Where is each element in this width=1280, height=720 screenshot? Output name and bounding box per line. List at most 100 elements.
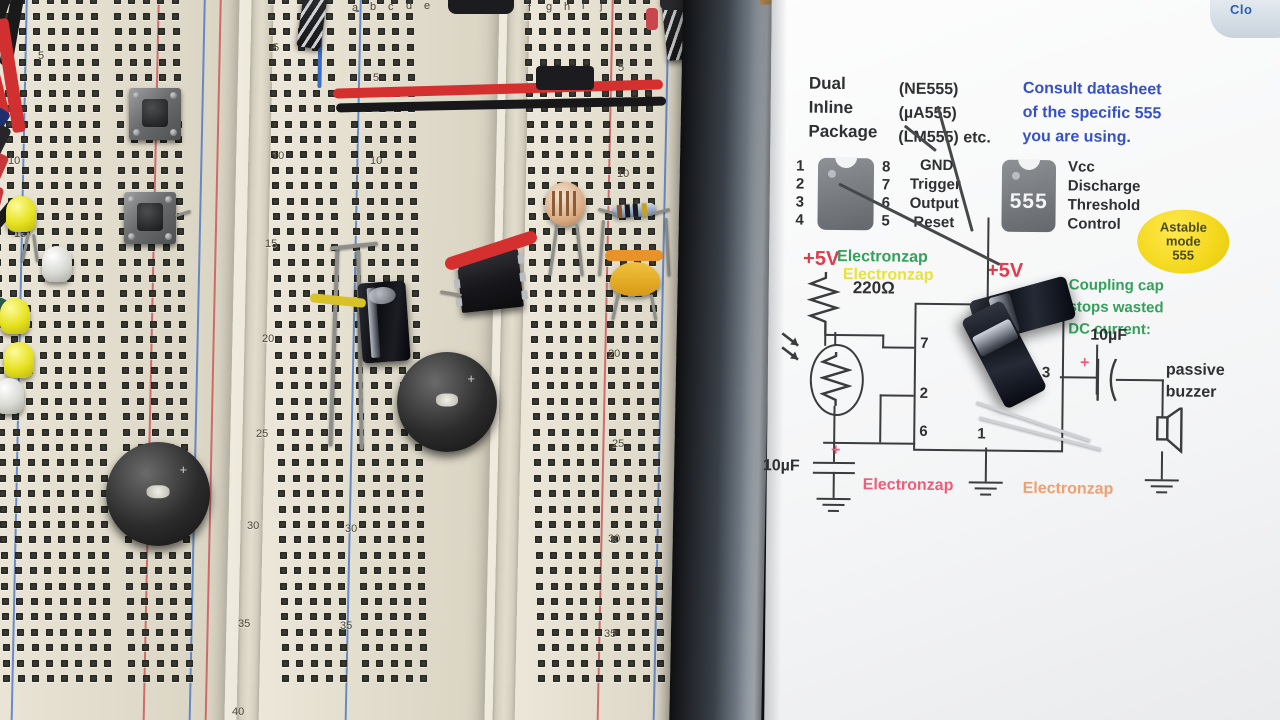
ceramic-disc-capacitor-board	[610, 262, 660, 296]
connector-block-top	[536, 66, 594, 90]
resistor-value-label: 220Ω	[852, 278, 895, 298]
badge-line3: 555	[1172, 247, 1195, 263]
pin-name-output: Output	[909, 194, 959, 213]
tactile-pushbutton-top[interactable]	[129, 88, 181, 140]
dip-pin-4: 4	[795, 211, 804, 229]
column-label-f: f	[528, 2, 532, 14]
buzzer-vent-hole-2	[436, 393, 458, 407]
wire-ldr-bottom	[833, 405, 836, 444]
schematic-pin-3: 3	[1041, 364, 1051, 382]
dip-package-555-illustration: 555	[1001, 158, 1057, 233]
dip-pin-8: 8	[881, 158, 891, 176]
coupling-capacitor-symbol	[1096, 358, 1118, 402]
yellow-led-1	[6, 196, 36, 232]
coupling-cap-label: 10µF	[1090, 326, 1128, 344]
row-label-25-a: 25	[256, 428, 269, 440]
rail-plus-tick	[646, 8, 658, 30]
pin-name-threshold: Threshold	[1067, 196, 1141, 215]
ldr-symbol-zigzag	[819, 351, 853, 406]
buzzer-plus-marking: +	[179, 461, 188, 477]
schematic-pin-6: 6	[919, 422, 928, 440]
bottle-brand-label: Clo	[1230, 2, 1253, 17]
white-led-1	[42, 246, 72, 282]
wire-supply-top	[987, 217, 990, 256]
pin-name-trigger: Trigger	[909, 175, 961, 194]
pin-name-vcc: Vcc	[1067, 158, 1095, 176]
dip-pin-1: 1	[795, 157, 805, 175]
ground-symbol-2	[968, 481, 1003, 497]
row-label-35-a: 35	[238, 618, 251, 630]
schematic-pin-1: 1	[977, 425, 986, 443]
ground-symbol-3	[1144, 479, 1179, 495]
row-label-30-b: 30	[345, 523, 358, 535]
buzzer-label-line1: passive	[1165, 361, 1225, 380]
wire-pin2-in	[879, 394, 914, 397]
yellow-led-3	[4, 342, 34, 378]
yellow-led-2	[0, 298, 30, 334]
wire-buzzer-gnd	[1160, 451, 1164, 480]
row-label-5-c: 5	[373, 72, 380, 84]
dip-title-line1: Dual	[808, 73, 846, 94]
coupling-note-line2: stops wasted	[1068, 298, 1164, 317]
chip-marking-555: 555	[1009, 189, 1048, 214]
dip-title-line2: Inline	[808, 97, 854, 118]
column-label-d: d	[406, 0, 413, 12]
row-label-35-c: 35	[604, 628, 617, 640]
column-label-i: i	[582, 0, 585, 12]
column-label-g: g	[546, 1, 553, 13]
white-led-2	[0, 378, 24, 414]
passive-buzzer-right: +	[397, 352, 497, 452]
buzzer-vent-hole	[146, 485, 170, 499]
column-label-h: h	[564, 1, 571, 13]
wire-pin3-out	[1059, 376, 1098, 379]
dip-pin-5: 5	[881, 212, 890, 230]
row-label-20-b: 20	[262, 333, 275, 345]
breadboard-photo: a b c d e f g h i j - - + 5 5 5 5 10 10 …	[0, 0, 740, 720]
rail-minus-marker: -	[355, 2, 360, 18]
coupling-note-line1: Coupling cap	[1068, 276, 1164, 295]
photoresistor-ldr-board	[545, 182, 585, 226]
part-number-ua555: (µA555)	[898, 104, 957, 123]
row-label-30-a: 30	[247, 520, 260, 532]
light-arrows-icon	[781, 332, 799, 361]
supply-label-left: +5V	[802, 247, 840, 270]
buzzer-label-line2: buzzer	[1165, 383, 1217, 401]
row-label-20-c: 20	[608, 348, 621, 360]
column-label-a: a	[352, 2, 359, 14]
watermark-green: Electronzap	[837, 247, 928, 266]
passive-buzzer-symbol	[1155, 407, 1183, 454]
watermark-pink: Electronzap	[862, 476, 954, 495]
dip-pin-7: 7	[881, 176, 891, 194]
row-label-5-a: 5	[38, 50, 45, 62]
coupling-cap-plus: +	[1079, 354, 1090, 372]
row-label-10-c: 10	[370, 155, 383, 167]
row-label-5-b: 5	[273, 42, 280, 54]
row-label-30-c: 30	[608, 533, 621, 545]
dip-pin-2: 2	[795, 175, 805, 193]
cap-polarity-plus: +	[830, 441, 841, 459]
row-label-5-d: 5	[618, 62, 625, 74]
clip-shadow-top	[448, 0, 514, 14]
consult-note-line3: you are using.	[1022, 127, 1131, 147]
wire-to-pin7	[882, 346, 915, 349]
passive-buzzer-left: +	[106, 442, 210, 546]
part-number-ne555: (NE555)	[898, 80, 959, 99]
row-label-10-d: 10	[617, 168, 630, 180]
consult-note-line2: of the specific 555	[1022, 103, 1162, 123]
dip-pin-3: 3	[795, 193, 805, 211]
ground-symbol-1	[816, 497, 851, 514]
tactile-pushbutton-bottom[interactable]	[124, 192, 176, 244]
row-label-25-b: 25	[612, 438, 625, 450]
astable-mode-badge: Astable mode 555	[1136, 209, 1230, 275]
row-label-10-b: 10	[272, 150, 285, 162]
wire-cap-bottom	[832, 471, 835, 498]
consult-note-line1: Consult datasheet	[1022, 79, 1162, 99]
buzzer-plus-marking-2: +	[467, 371, 475, 386]
column-label-c: c	[388, 1, 394, 13]
column-label-e: e	[424, 0, 431, 12]
resistor-symbol-220	[806, 271, 841, 334]
metal-bar	[668, 0, 776, 720]
timing-cap-label: 10µF	[762, 457, 800, 475]
wire-pin1-gnd	[984, 447, 988, 482]
